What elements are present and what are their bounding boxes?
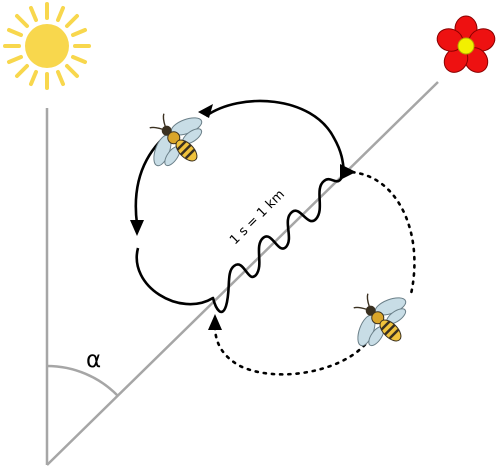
flower-direction-line xyxy=(46,81,439,466)
bee-icon xyxy=(149,113,203,167)
flower-icon xyxy=(436,15,496,73)
arrowhead-left xyxy=(130,220,144,236)
sun-icon xyxy=(3,2,91,90)
left-return-loop xyxy=(135,247,214,306)
top-return-loop xyxy=(205,99,346,173)
arrowhead-top xyxy=(198,104,213,118)
arrowhead-right-start xyxy=(340,164,356,180)
bee-icon xyxy=(353,293,407,347)
bottom-return-loop xyxy=(213,320,372,376)
right-return-loop xyxy=(342,170,416,296)
arrowhead-bottom xyxy=(208,314,222,330)
waggle-run-path xyxy=(211,170,346,314)
angle-label: α xyxy=(86,347,101,373)
angle-arc xyxy=(46,364,119,397)
